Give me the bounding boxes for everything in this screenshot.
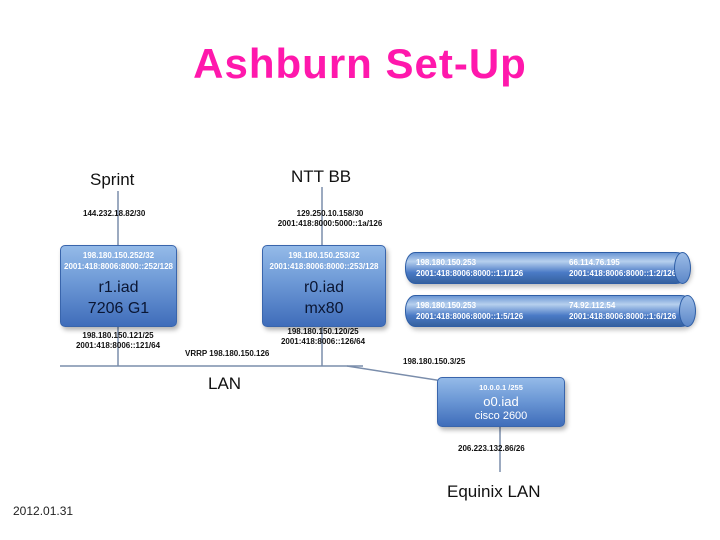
o0-equinix-ip: 206.223.132.86/26	[458, 444, 525, 453]
r0-lan-ip6: 2001:418:8006::126/64	[280, 337, 366, 347]
lan-label: LAN	[208, 374, 242, 393]
slide-date: 2012.01.31	[13, 504, 74, 518]
o0-model: cisco 2600	[474, 409, 528, 422]
r0-lan-ip4: 198.180.150.120/25	[287, 327, 359, 336]
r1-lan-ip4: 198.180.150.121/25	[82, 331, 154, 340]
r1-model: 7206 G1	[87, 299, 150, 317]
pipe1-right-ip4: 66.114.76.195	[569, 258, 620, 267]
pipe2-left-ip4: 198.180.150.253	[416, 301, 477, 310]
uplink-label-ntt: NTT BB	[291, 167, 352, 186]
r0-loopback-ip4: 198.180.150.253/32	[288, 251, 360, 260]
router-r1: 198.180.150.252/32 2001:418:8006:8000::2…	[60, 245, 177, 327]
slide-title: Ashburn Set-Up	[193, 40, 527, 87]
r0-loopback-ip6: 2001:418:8006:8000::253/128	[269, 261, 379, 271]
pipe1-left-ip6: 2001:418:8006:8000::1:1/126	[416, 268, 524, 278]
pipe2-right-ips: 74.92.112.54 2001:418:8006:8000::1:6/126	[569, 301, 676, 323]
pipe2-right-ip6: 2001:418:8006:8000::1:6/126	[569, 311, 677, 321]
sprint-link-ip: 144.232.18.82/30	[83, 209, 146, 218]
r0-lan-ips: 198.180.150.120/25 2001:418:8006::126/64	[260, 327, 386, 348]
r0-model: mx80	[304, 299, 344, 317]
r1-loopback-ip6: 2001:418:8006:8000::252/128	[64, 261, 173, 271]
o0-name: o0.iad	[483, 394, 519, 410]
pipe1-right-ip6: 2001:418:8006:8000::1:2/126	[569, 268, 677, 278]
pipe1-left-ip4: 198.180.150.253	[416, 258, 477, 267]
ntt-link-ips: 129.250.10.158/30 2001:418:8000:5000::1a…	[270, 209, 390, 230]
o0-ip: 10.0.0.1 /255	[479, 383, 523, 392]
ntt-link-ip4: 129.250.10.158/30	[296, 209, 364, 218]
vrrp-label: VRRP 198.180.150.126	[185, 349, 270, 358]
router-r0: 198.180.150.253/32 2001:418:8006:8000::2…	[262, 245, 386, 327]
r1-lan-ip6: 2001:418:8006::121/64	[75, 341, 161, 351]
switch-o0: 10.0.0.1 /255 o0.iad cisco 2600	[437, 377, 565, 427]
r1-name: r1.iad	[98, 278, 139, 296]
r0-name: r0.iad	[303, 278, 345, 296]
pipe2-left-ips: 198.180.150.253 2001:418:8006:8000::1:5/…	[416, 301, 523, 323]
uplink-label-sprint: Sprint	[90, 170, 135, 189]
pipe2-right-ip4: 74.92.112.54	[569, 301, 616, 310]
ntt-link-ip6: 2001:418:8000:5000::1a/126	[277, 219, 383, 229]
r1-lan-ips: 198.180.150.121/25 2001:418:8006::121/64	[58, 331, 178, 352]
pipe2-left-ip6: 2001:418:8006:8000::1:5/126	[416, 311, 524, 321]
pipe1-right-ips: 66.114.76.195 2001:418:8006:8000::1:2/12…	[569, 258, 676, 280]
transit-pipe-1: 198.180.150.253 2001:418:8006:8000::1:1/…	[405, 252, 691, 284]
transit-pipe-2: 198.180.150.253 2001:418:8006:8000::1:5/…	[405, 295, 696, 327]
o0-uplink-ip: 198.180.150.3/25	[403, 357, 466, 366]
pipe1-left-ips: 198.180.150.253 2001:418:8006:8000::1:1/…	[416, 258, 523, 280]
equinix-lan-label: Equinix LAN	[447, 482, 541, 501]
r1-loopback-ip4: 198.180.150.252/32	[82, 251, 155, 260]
